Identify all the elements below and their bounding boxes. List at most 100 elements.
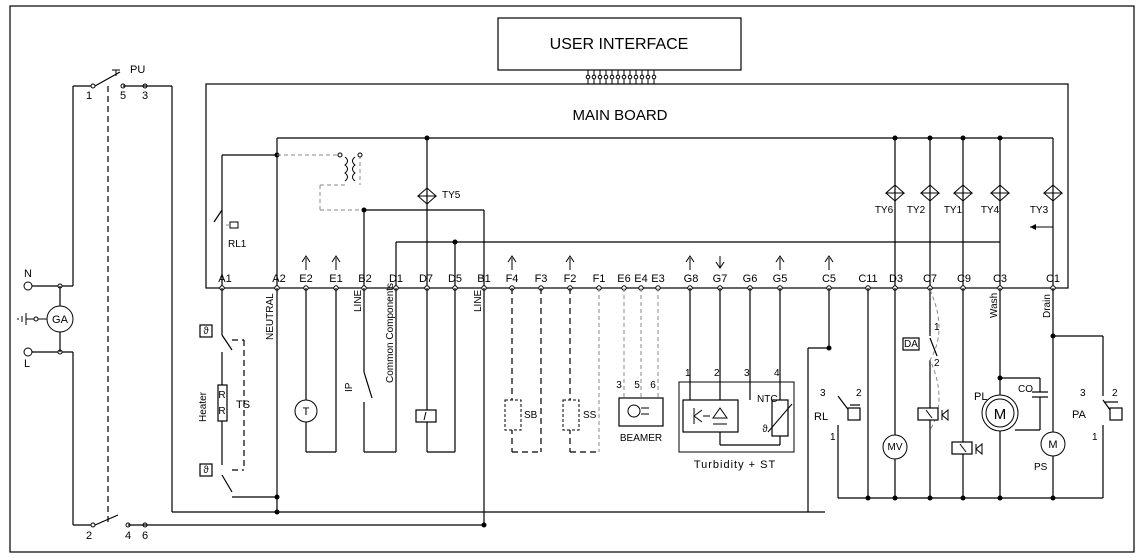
temperature-sensor: T bbox=[294, 288, 337, 453]
connector-label: F1 bbox=[593, 273, 606, 285]
connector-label: D5 bbox=[448, 273, 462, 285]
power-switch-pu: PU 1 5 3 2 4 6 bbox=[72, 64, 825, 542]
turbidity-pin: 1 bbox=[685, 368, 691, 379]
da-pin: 2 bbox=[934, 358, 940, 369]
sensor-direction-arrows bbox=[301, 255, 834, 270]
rl-pin: 2 bbox=[856, 388, 862, 399]
connector-label: D7 bbox=[419, 273, 433, 285]
neutral-wire-label: NEUTRAL bbox=[265, 293, 276, 340]
main-board-block: MAIN BOARD bbox=[205, 83, 1069, 289]
rl-pin: 3 bbox=[820, 388, 826, 399]
sb-switch: SB bbox=[504, 288, 542, 453]
triac-ty4-label: TY4 bbox=[981, 205, 1000, 216]
common-components-wire-label: Common Components bbox=[385, 283, 396, 383]
pl-wash-pump: CO M PL bbox=[974, 288, 1048, 501]
beamer-label: BEAMER bbox=[620, 433, 662, 444]
connector-label: C1 bbox=[1046, 273, 1060, 285]
thermostat-symbol: ϑ bbox=[203, 465, 209, 476]
heater-element-symbol: R bbox=[218, 406, 225, 417]
connector-label: B2 bbox=[358, 273, 371, 285]
connector-label: D1 bbox=[389, 273, 403, 285]
connector-label: E3 bbox=[651, 273, 664, 285]
sb-label: SB bbox=[524, 410, 538, 421]
ps-drain-pump: M PS PA 3 2 1 bbox=[1034, 288, 1123, 501]
connector-label: C11 bbox=[858, 273, 877, 285]
heater-label: Heater bbox=[198, 391, 209, 422]
connector-label: E4 bbox=[634, 273, 647, 285]
turbidity-pin: 4 bbox=[774, 368, 780, 379]
ps-label: PS bbox=[1034, 462, 1048, 473]
ss-label: SS bbox=[583, 410, 597, 421]
pl-label: PL bbox=[974, 391, 987, 403]
connector-labels: A1 A2 E2 E1 B2 D1 D7 D5 B1 F4 F3 F2 F1 E… bbox=[218, 273, 1060, 285]
pa-pin: 1 bbox=[1092, 432, 1098, 443]
connector-label: E2 bbox=[299, 273, 312, 285]
connector-label: C9 bbox=[957, 273, 971, 285]
da-label: DA bbox=[904, 339, 918, 350]
ps-motor-symbol: M bbox=[1048, 439, 1057, 451]
turbidity-pin: 2 bbox=[714, 368, 720, 379]
ss-switch: SS bbox=[562, 288, 600, 453]
connector-label: D3 bbox=[889, 273, 903, 285]
beamer: BEAMER 3 5 6 bbox=[616, 288, 664, 444]
connector-label: C3 bbox=[993, 273, 1007, 285]
main-board-label: MAIN BOARD bbox=[572, 107, 667, 124]
heater-section: ϑ R R ϑ TS Heater bbox=[198, 288, 277, 498]
ntc-theta-symbol: ϑ bbox=[762, 424, 768, 435]
turbidity-sensor: ϑ NTC 1 2 3 4 Turbidity + ST bbox=[678, 288, 795, 471]
pl-motor-symbol: M bbox=[994, 406, 1007, 423]
pu-bottom-terminal: 4 bbox=[125, 530, 131, 542]
mains-input: N L GA bbox=[17, 268, 74, 370]
pu-top-terminal: 5 bbox=[120, 90, 126, 102]
beamer-pin: 6 bbox=[650, 380, 656, 391]
relay-rl1-label: RL1 bbox=[228, 239, 247, 250]
pa-label: PA bbox=[1072, 409, 1087, 421]
pu-bottom-terminal: 6 bbox=[142, 530, 148, 542]
connector-label: G7 bbox=[713, 273, 728, 285]
wash-wire-label: Wash bbox=[989, 293, 1000, 318]
connector-label: F4 bbox=[506, 273, 519, 285]
pu-top-terminal: 1 bbox=[86, 90, 92, 102]
ip-switch: IP bbox=[344, 288, 397, 453]
rl-relay: RL 3 2 1 bbox=[807, 288, 1103, 512]
thermostat-symbol: ϑ bbox=[203, 326, 209, 337]
ui-connector-pins bbox=[585, 70, 657, 84]
heater-element-symbol: R bbox=[218, 390, 225, 401]
outer-frame bbox=[9, 5, 1135, 553]
connector-label: A2 bbox=[272, 273, 285, 285]
temperature-sensor-symbol: T bbox=[303, 406, 310, 418]
da-pin: 1 bbox=[934, 322, 940, 333]
triac-ty5-label: TY5 bbox=[442, 190, 461, 201]
triac-ty3-label: TY3 bbox=[1030, 205, 1049, 216]
connector-label: E6 bbox=[617, 273, 630, 285]
pa-pin: 2 bbox=[1112, 388, 1118, 399]
board-internal-wiring: RL1 TY5 bbox=[213, 135, 1064, 288]
line-b2-wire-label: LINE bbox=[353, 289, 364, 312]
user-interface-label: USER INTERFACE bbox=[550, 36, 689, 53]
user-interface-block: USER INTERFACE bbox=[497, 17, 742, 84]
line-b1-wire-label: LINE bbox=[473, 289, 484, 312]
connector-label: F2 bbox=[564, 273, 577, 285]
connector-label: E1 bbox=[329, 273, 342, 285]
rl-pin: 1 bbox=[830, 432, 836, 443]
connector-label: G6 bbox=[743, 273, 758, 285]
connector-label: G5 bbox=[773, 273, 788, 285]
connector-label: F3 bbox=[535, 273, 548, 285]
ga-label: GA bbox=[52, 314, 69, 326]
rl-label: RL bbox=[814, 411, 828, 423]
ntc-label: NTC bbox=[757, 394, 778, 405]
ts-label: TS bbox=[236, 399, 250, 411]
connector-label: C7 bbox=[923, 273, 937, 285]
co-label: CO bbox=[1018, 384, 1033, 395]
mv-label: MV bbox=[888, 442, 903, 453]
drain-wire-label: Drain bbox=[1042, 294, 1053, 318]
connector-label: G8 bbox=[684, 273, 699, 285]
connector-label: A1 bbox=[218, 273, 231, 285]
connector-label: C5 bbox=[822, 273, 836, 285]
beamer-pin: 3 bbox=[616, 380, 622, 391]
turbidity-pin: 3 bbox=[744, 368, 750, 379]
triac-ty2-label: TY2 bbox=[907, 205, 926, 216]
pa-pin: 3 bbox=[1080, 388, 1086, 399]
pu-label: PU bbox=[130, 64, 145, 76]
